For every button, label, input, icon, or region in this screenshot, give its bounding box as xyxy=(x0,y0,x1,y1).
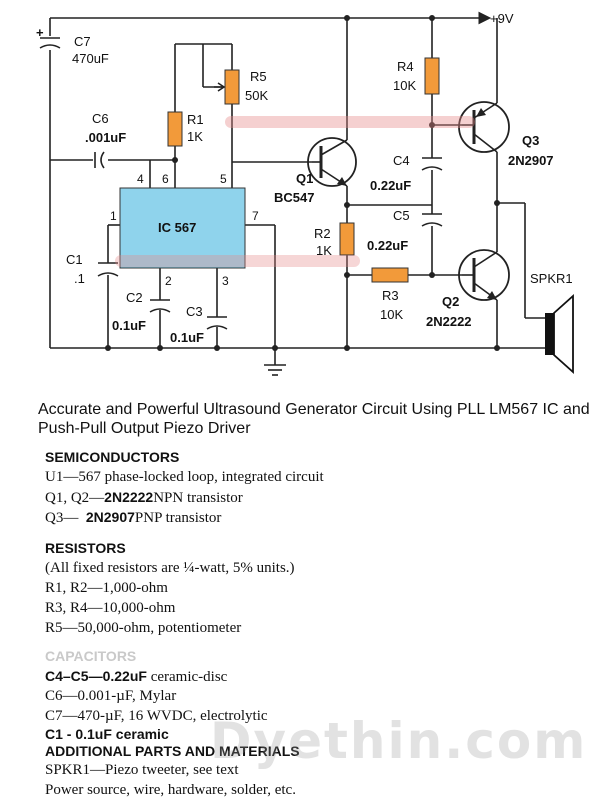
resistor-r3: R3 10K xyxy=(371,267,409,322)
spkr1-ref: SPKR1 xyxy=(530,271,573,286)
c7-ref: C7 xyxy=(74,34,91,49)
capacitor-c4: C4 0.22uF xyxy=(370,153,443,193)
ic-pin-4: 4 xyxy=(137,172,144,186)
capacitor-c5: C5 0.22uF xyxy=(367,208,443,253)
capacitor-c3: C3 0.1uF xyxy=(170,304,228,345)
c7-value: 470uF xyxy=(72,51,109,66)
ic-pin-2: 2 xyxy=(165,274,172,288)
wires xyxy=(49,11,545,365)
ic-pin-5: 5 xyxy=(220,172,227,186)
resistor-r1: R1 1K xyxy=(167,111,204,147)
part-r5: R5—50,000-ohm, potentiometer xyxy=(45,620,242,636)
part-q3: Q3— 2N2907PNP transistor xyxy=(45,509,222,526)
r4-value: 10K xyxy=(393,78,416,93)
ic-pin-7: 7 xyxy=(252,209,259,223)
heading-resistors: RESISTORS xyxy=(45,540,126,556)
resistor-r2: R2 1K xyxy=(314,222,355,258)
resistors-list: RESISTORS (All fixed resistors are ¼-wat… xyxy=(45,538,565,638)
c6-value: .001uF xyxy=(85,130,126,145)
potentiometer-r5: R5 50K xyxy=(214,69,268,105)
c2-value: 0.1uF xyxy=(112,318,146,333)
parts-list: SEMICONDUCTORS U1—567 phase-locked loop,… xyxy=(45,447,565,527)
r3-value: 10K xyxy=(380,307,403,322)
figure-caption: Accurate and Powerful Ultrasound Generat… xyxy=(38,401,590,437)
ic-pin-3: 3 xyxy=(222,274,229,288)
r2-ref: R2 xyxy=(314,226,331,241)
r4-ref: R4 xyxy=(397,59,414,74)
watermark: Dyethin.com xyxy=(210,712,588,770)
part-c7: C7—470-µF, 16 WVDC, electrolytic xyxy=(45,708,268,724)
part-r1-r2: R1, R2—1,000-ohm xyxy=(45,580,168,596)
c5-value: 0.22uF xyxy=(367,238,408,253)
speaker-spkr1: SPKR1 xyxy=(530,271,574,375)
transistor-q1: Q1 BC547 xyxy=(274,137,357,205)
q2-ref: Q2 xyxy=(442,294,459,309)
ic-pin-6: 6 xyxy=(162,172,169,186)
part-c6: C6—0.001-µF, Mylar xyxy=(45,688,177,704)
q2-value: 2N2222 xyxy=(426,314,472,329)
r5-value: 50K xyxy=(245,88,268,103)
c4-ref: C4 xyxy=(393,153,410,168)
capacitor-c1: C1 .1 xyxy=(66,252,119,286)
ic-label: IC 567 xyxy=(158,220,196,235)
q1-value: BC547 xyxy=(274,190,314,205)
part-q1-q2: Q1, Q2—2N2222NPN transistor xyxy=(45,489,243,506)
transistor-q2: Q2 2N2222 xyxy=(426,249,510,329)
ground-symbol xyxy=(264,364,286,376)
heading-semiconductors: SEMICONDUCTORS xyxy=(45,449,180,465)
heading-additional: ADDITIONAL PARTS AND MATERIALS xyxy=(45,743,300,759)
heading-capacitors: CAPACITORS xyxy=(45,648,137,664)
c1-value: .1 xyxy=(74,271,85,286)
capacitor-c6: C6 .001uF xyxy=(85,111,126,169)
resistor-note: (All fixed resistors are ¼-watt, 5% unit… xyxy=(45,560,295,576)
r2-value: 1K xyxy=(316,243,332,258)
c3-value: 0.1uF xyxy=(170,330,204,345)
junction-dots xyxy=(105,15,500,351)
r1-value: 1K xyxy=(187,129,203,144)
capacitors-list: CAPACITORS C4–C5—0.22uF ceramic-disc C6—… xyxy=(45,646,565,800)
svg-text:+: + xyxy=(36,25,44,40)
capacitor-c7: + C7 470uF xyxy=(36,25,109,66)
c2-ref: C2 xyxy=(126,290,143,305)
c4-value: 0.22uF xyxy=(370,178,411,193)
ic-567: IC 567 1 4 6 5 7 2 3 xyxy=(110,172,259,288)
capacitor-c2: C2 0.1uF xyxy=(112,290,171,333)
c3-ref: C3 xyxy=(186,304,203,319)
r1-ref: R1 xyxy=(187,112,204,127)
c6-ref: C6 xyxy=(92,111,109,126)
smudge-marks xyxy=(115,116,475,267)
supply-label: +9V xyxy=(490,11,514,26)
part-c1: C1 - 0.1uF ceramic xyxy=(45,726,169,742)
part-power: Power source, wire, hardware, solder, et… xyxy=(45,782,296,798)
part-r3-r4: R3, R4—10,000-ohm xyxy=(45,600,176,616)
part-c4-c5: C4–C5—0.22uF ceramic-disc xyxy=(45,668,228,685)
part-spkr1: SPKR1—Piezo tweeter, see text xyxy=(45,762,239,778)
q1-ref: Q1 xyxy=(296,171,313,186)
q3-value: 2N2907 xyxy=(508,153,554,168)
circuit-schematic: + C7 470uF C6 .001uF R1 1K R5 50K IC 567… xyxy=(36,11,574,376)
r3-ref: R3 xyxy=(382,288,399,303)
resistor-r4: R4 10K xyxy=(393,57,440,95)
transistor-q3: Q3 2N2907 xyxy=(458,101,554,168)
q3-ref: Q3 xyxy=(522,133,539,148)
ic-pin-1: 1 xyxy=(110,209,117,223)
c1-ref: C1 xyxy=(66,252,83,267)
r5-ref: R5 xyxy=(250,69,267,84)
part-u1: U1—567 phase-locked loop, integrated cir… xyxy=(45,469,324,485)
c5-ref: C5 xyxy=(393,208,410,223)
